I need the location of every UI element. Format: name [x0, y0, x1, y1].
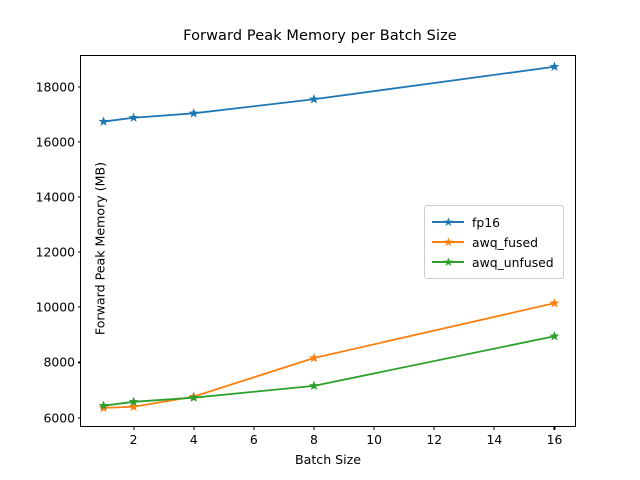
x-tick-label: 6 [249, 432, 258, 447]
legend-line [432, 241, 464, 243]
legend-item-awq_unfused[interactable]: ★ awq_unfused [432, 252, 554, 272]
series-marker-awq_fused [309, 352, 319, 363]
legend-line [432, 221, 464, 223]
series-marker-awq_fused [549, 297, 560, 308]
legend-line [432, 261, 464, 263]
series-marker-fp16 [128, 112, 139, 122]
x-tick-label: 14 [486, 432, 503, 447]
y-tick-label: 6000 [43, 410, 75, 426]
y-tick-mark [77, 141, 81, 143]
x-tick-mark [253, 426, 255, 430]
series-marker-awq_unfused [188, 392, 199, 402]
y-tick-label: 12000 [35, 244, 75, 260]
legend-label: fp16 [472, 214, 500, 230]
series-line-fp16 [103, 65, 555, 123]
y-tick-label: 16000 [35, 134, 75, 150]
chart-title: Forward Peak Memory per Batch Size [183, 28, 457, 44]
legend-item-fp16[interactable]: ★ fp16 [432, 212, 554, 232]
x-tick-mark [133, 426, 135, 430]
legend: ★ fp16 ★ awq_fused ★ awq_unfused [424, 205, 564, 279]
series-marker-awq_unfused [309, 380, 319, 391]
x-tick-mark [553, 426, 555, 430]
series-marker-awq_fused [128, 401, 139, 411]
x-tick-label: 10 [366, 432, 382, 447]
x-tick-mark [193, 426, 195, 430]
series-marker-awq_unfused [549, 331, 560, 341]
series-marker-fp16 [309, 94, 319, 104]
series-marker-awq_unfused [128, 396, 139, 407]
series-line-awq_fused [103, 302, 555, 409]
x-tick-label: 4 [189, 432, 198, 447]
x-tick-label: 16 [546, 432, 563, 447]
x-tick-label: 8 [310, 432, 318, 447]
legend-swatch-icon: ★ [432, 215, 464, 229]
y-tick-mark [77, 86, 81, 88]
plot-lines [98, 61, 560, 413]
series-marker-fp16 [98, 116, 109, 126]
x-tick-mark [433, 426, 435, 430]
star-icon: ★ [443, 235, 454, 249]
x-tick-mark [313, 426, 315, 430]
x-tick-mark [373, 426, 375, 430]
y-tick-mark [77, 196, 81, 198]
star-icon: ★ [443, 255, 454, 269]
y-tick-mark [77, 416, 81, 419]
y-tick-mark [77, 361, 81, 363]
series-marker-fp16 [549, 61, 560, 71]
series-marker-awq_unfused [98, 400, 109, 410]
x-tick-mark [493, 426, 495, 430]
legend-swatch-icon: ★ [432, 235, 464, 249]
y-tick-label: 8000 [43, 354, 75, 370]
y-tick-mark [77, 251, 81, 253]
y-tick-label: 18000 [35, 79, 75, 95]
series-marker-fp16 [188, 108, 199, 118]
plot-area: 6000 8000 10000 12000 14000 16000 18000 2 4 6 8 10 1… [36, 55, 576, 447]
y-tick-mark [77, 306, 81, 308]
x-tick-label: 12 [426, 432, 443, 447]
legend-swatch-icon: ★ [432, 255, 464, 269]
y-tick-label: 10000 [35, 299, 75, 315]
y-tick-label: 14000 [35, 189, 75, 205]
star-icon: ★ [443, 215, 454, 229]
legend-label: awq_fused [472, 234, 538, 250]
x-axis-label: Batch Size [294, 452, 362, 467]
y-axis-label: Forward Peak Memory (MB) [92, 161, 108, 336]
legend-label: awq_unfused [472, 254, 554, 270]
legend-item-awq_fused[interactable]: ★ awq_fused [432, 232, 554, 252]
series-line-awq_unfused [103, 335, 555, 407]
x-tick-label: 2 [129, 432, 138, 447]
